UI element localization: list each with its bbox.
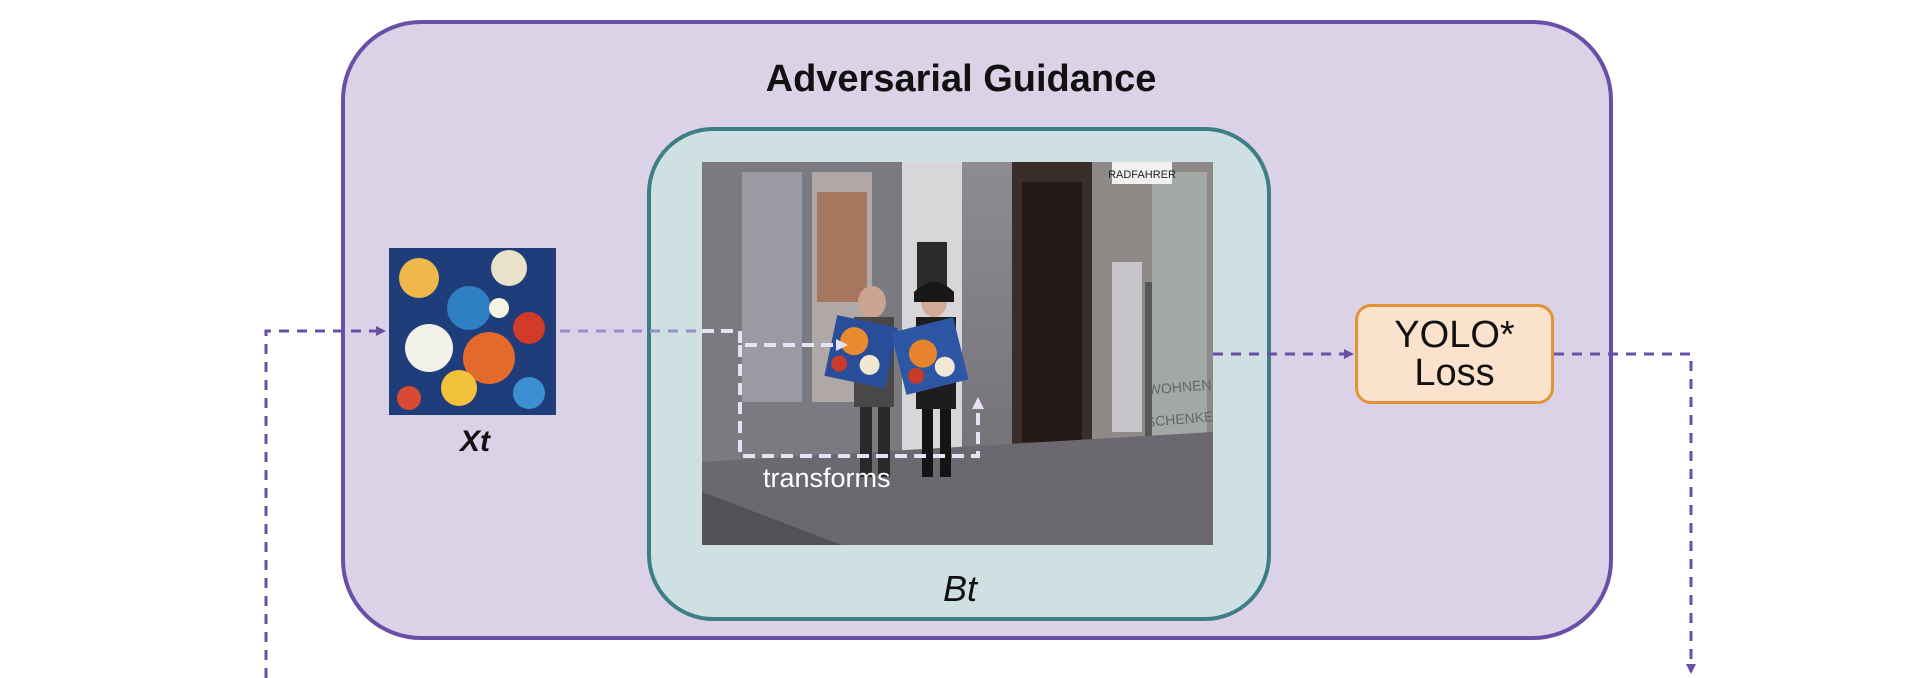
feedback-arrow <box>264 326 386 678</box>
yolo-loss-box: YOLO* Loss <box>1355 304 1554 404</box>
street-scene-image: RADFAHRER WOHNEN SCHENKE <box>702 162 1213 545</box>
patch-label: Xt <box>460 425 490 458</box>
transform-arrow-2 <box>738 345 984 458</box>
transforms-label: transforms <box>763 463 891 493</box>
yolo-loss-line2: Loss <box>1414 352 1495 394</box>
adversarial-patch-image <box>389 248 556 415</box>
panel-title: Adversarial Guidance <box>765 58 1157 100</box>
transform-arrow-1 <box>702 329 848 351</box>
radfahrer-sign: RADFAHRER <box>1108 169 1176 181</box>
yolo-output-arrow <box>1554 352 1696 674</box>
window-text-2: SCHENKE <box>1145 408 1213 430</box>
scene-label: Bt <box>942 568 977 609</box>
window-text-1: WOHNEN <box>1147 376 1212 397</box>
yolo-loss-line1: YOLO* <box>1394 314 1515 356</box>
